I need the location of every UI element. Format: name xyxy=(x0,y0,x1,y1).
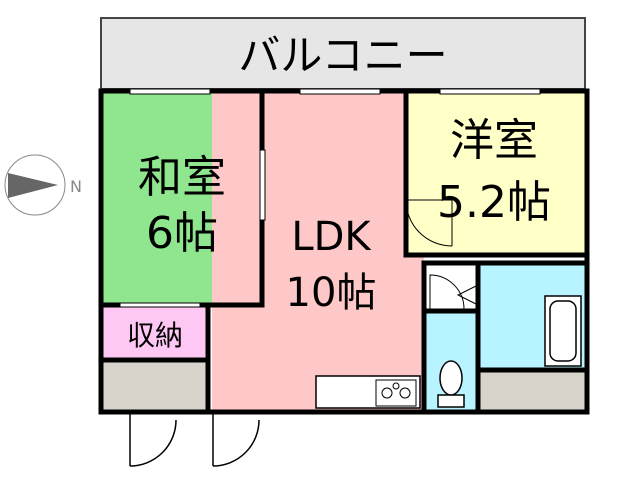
toilet-icon xyxy=(437,360,465,408)
washitsu-size: 6帖 xyxy=(146,208,218,259)
kitchen-counter xyxy=(315,375,421,409)
entrance-door-left xyxy=(129,412,177,467)
compass-icon xyxy=(4,154,66,216)
ldk-name: LDK xyxy=(291,214,372,260)
windows xyxy=(119,88,541,308)
ldk-room-upper xyxy=(262,93,406,263)
hall-area xyxy=(424,263,478,311)
balcony-label: バルコニー xyxy=(238,31,447,80)
yoshitsu-room xyxy=(406,93,585,253)
yoshitsu-door xyxy=(405,199,453,247)
entrance-area xyxy=(102,362,208,411)
yoshitsu-size: 5.2帖 xyxy=(437,177,551,228)
stove-icon xyxy=(375,379,417,407)
balcony-area xyxy=(100,17,586,90)
yoshitsu-name: 洋室 xyxy=(450,115,538,166)
storage-name: 収納 xyxy=(127,319,183,352)
hall-door xyxy=(429,274,465,310)
compass-label: N xyxy=(70,177,82,196)
ldk-size: 10帖 xyxy=(286,270,377,316)
storage-room xyxy=(102,307,208,358)
entrance-door-right xyxy=(212,412,260,467)
entrance-area-right xyxy=(480,372,585,411)
washitsu-name: 和室 xyxy=(138,152,226,203)
bath-door xyxy=(456,284,479,306)
doors xyxy=(129,199,479,467)
bathtub-icon xyxy=(544,295,582,367)
